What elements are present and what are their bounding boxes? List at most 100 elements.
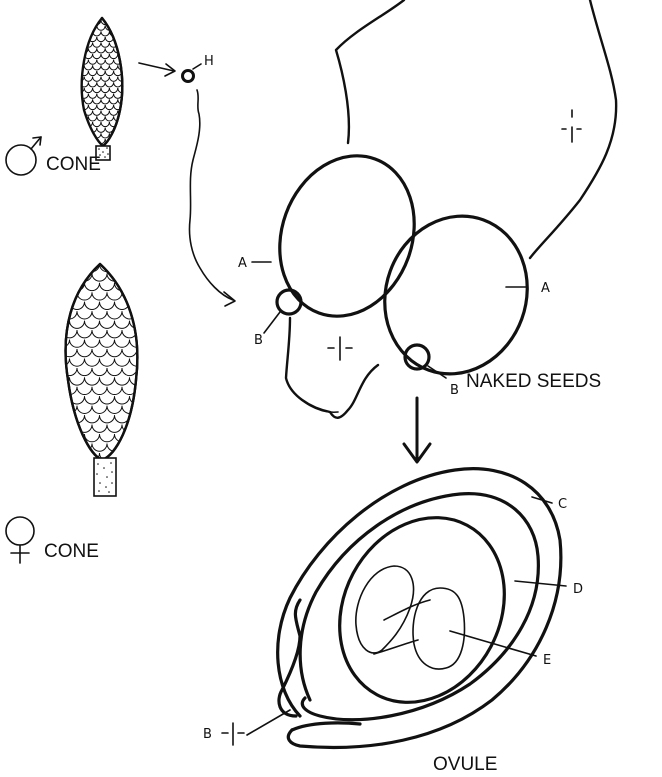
cone-scale-mark xyxy=(93,43,101,48)
cone-scale-mark xyxy=(130,453,145,461)
female-cone-label: CONE xyxy=(44,541,99,562)
cone-scale-mark xyxy=(47,368,62,376)
cone-scale-mark xyxy=(105,105,113,110)
cone-scale-mark xyxy=(101,43,109,48)
cone-scale-mark xyxy=(70,377,85,385)
cone-scale-mark xyxy=(107,368,122,376)
cone-scale-mark xyxy=(101,54,109,59)
cone-scale-mark xyxy=(92,425,107,433)
cone-scale-mark xyxy=(107,292,122,300)
female-symbol-icon xyxy=(6,517,34,563)
cone-scale-mark xyxy=(76,111,84,116)
cone-scale-mark xyxy=(76,133,84,138)
cone-scale-mark xyxy=(107,330,122,338)
cone-scale-mark xyxy=(88,71,96,76)
cone-scale-mark xyxy=(77,368,92,376)
cone-scale-mark xyxy=(97,26,105,31)
arrow-seeds-to-ovule xyxy=(404,398,430,462)
cone-scale-mark xyxy=(76,122,84,127)
cone-scale-mark xyxy=(100,415,115,423)
cone-scale-mark xyxy=(100,359,115,367)
label-c: C xyxy=(558,497,567,512)
cone-scale-mark xyxy=(97,105,105,110)
cone-scale-mark xyxy=(105,71,113,76)
cone-scale-mark xyxy=(72,116,80,121)
cone-scale-mark xyxy=(55,340,70,348)
label-h: H xyxy=(204,54,214,69)
cone-scale-mark xyxy=(72,60,80,65)
cone-scale-mark xyxy=(84,133,92,138)
cone-scale-mark xyxy=(105,60,113,65)
cone-scale-mark xyxy=(122,273,137,281)
cone-scale-mark xyxy=(80,128,88,133)
cone-scale-mark xyxy=(97,82,105,87)
cone-scale-mark xyxy=(55,302,70,310)
cone-scale-mark xyxy=(77,330,92,338)
cone-scale-mark xyxy=(62,273,77,281)
cone-scale-mark xyxy=(101,111,109,116)
cone-scale-mark xyxy=(93,111,101,116)
cone-scale-mark xyxy=(101,133,109,138)
cone-scale-mark xyxy=(93,122,101,127)
cone-scale-mark xyxy=(130,283,145,291)
cone-scale-mark xyxy=(84,99,92,104)
cone-scale xyxy=(286,0,616,418)
cone-scale-mark xyxy=(109,111,117,116)
cone-scale-mark xyxy=(107,349,122,357)
cone-scale-mark xyxy=(115,264,130,272)
cone-scale-mark xyxy=(97,37,105,42)
cone-scale-mark xyxy=(88,105,96,110)
cone-scale-mark xyxy=(101,31,109,36)
female-cone-scales xyxy=(47,264,145,461)
male-cone-scales xyxy=(72,20,127,149)
cone-scale-mark xyxy=(92,273,107,281)
cone-scale-mark xyxy=(47,406,62,414)
cone-scale-mark xyxy=(88,82,96,87)
cone-scale-mark xyxy=(97,94,105,99)
cone-scale-mark xyxy=(88,60,96,65)
cone-scale-mark xyxy=(115,377,130,385)
cone-scale-mark xyxy=(72,71,80,76)
cone-scale-mark xyxy=(72,128,80,133)
cone-scale-mark xyxy=(97,116,105,121)
cone-scale-mark xyxy=(80,139,88,144)
cone-scale-mark xyxy=(93,88,101,93)
cone-scale-mark xyxy=(62,349,77,357)
cone-scale-mark xyxy=(47,292,62,300)
cone-scale-mark xyxy=(70,264,85,272)
cone-scale-mark xyxy=(107,425,122,433)
cone-scale-mark xyxy=(114,139,122,144)
cone-scale-mark xyxy=(97,48,105,53)
cone-scale-mark xyxy=(47,425,62,433)
cone-scale-mark xyxy=(100,283,115,291)
cone-scale-mark xyxy=(47,330,62,338)
naked-seeds-label: NAKED SEEDS xyxy=(466,371,601,392)
cone-scale-mark xyxy=(107,406,122,414)
label-a-left: A xyxy=(238,256,247,271)
cone-scale-mark xyxy=(105,94,113,99)
cone-scale-mark xyxy=(100,340,115,348)
cone-scale-mark xyxy=(80,37,88,42)
label-b-left: B xyxy=(254,333,263,348)
cone-scale-mark xyxy=(100,396,115,404)
cone-scale-mark xyxy=(85,321,100,329)
cone-scale-mark xyxy=(76,31,84,36)
cone-scale-mark xyxy=(84,77,92,82)
female-cone xyxy=(47,264,145,496)
cone-scale-mark xyxy=(77,311,92,319)
cone-scale-mark xyxy=(100,321,115,329)
cone-scale-mark xyxy=(97,60,105,65)
cone-scale-mark xyxy=(88,139,96,144)
cone-scale-mark xyxy=(62,425,77,433)
cone-scale-mark xyxy=(92,368,107,376)
cone-scale-mark xyxy=(122,368,137,376)
cone-scale-mark xyxy=(72,82,80,87)
cone-scale-mark xyxy=(77,349,92,357)
cone-scale-mark xyxy=(114,26,122,31)
cone-scale-mark xyxy=(55,283,70,291)
cone-scale-mark xyxy=(84,145,92,150)
cone-scale-mark xyxy=(105,48,113,53)
cone-scale-mark xyxy=(80,26,88,31)
micropyle-cross xyxy=(222,710,290,745)
